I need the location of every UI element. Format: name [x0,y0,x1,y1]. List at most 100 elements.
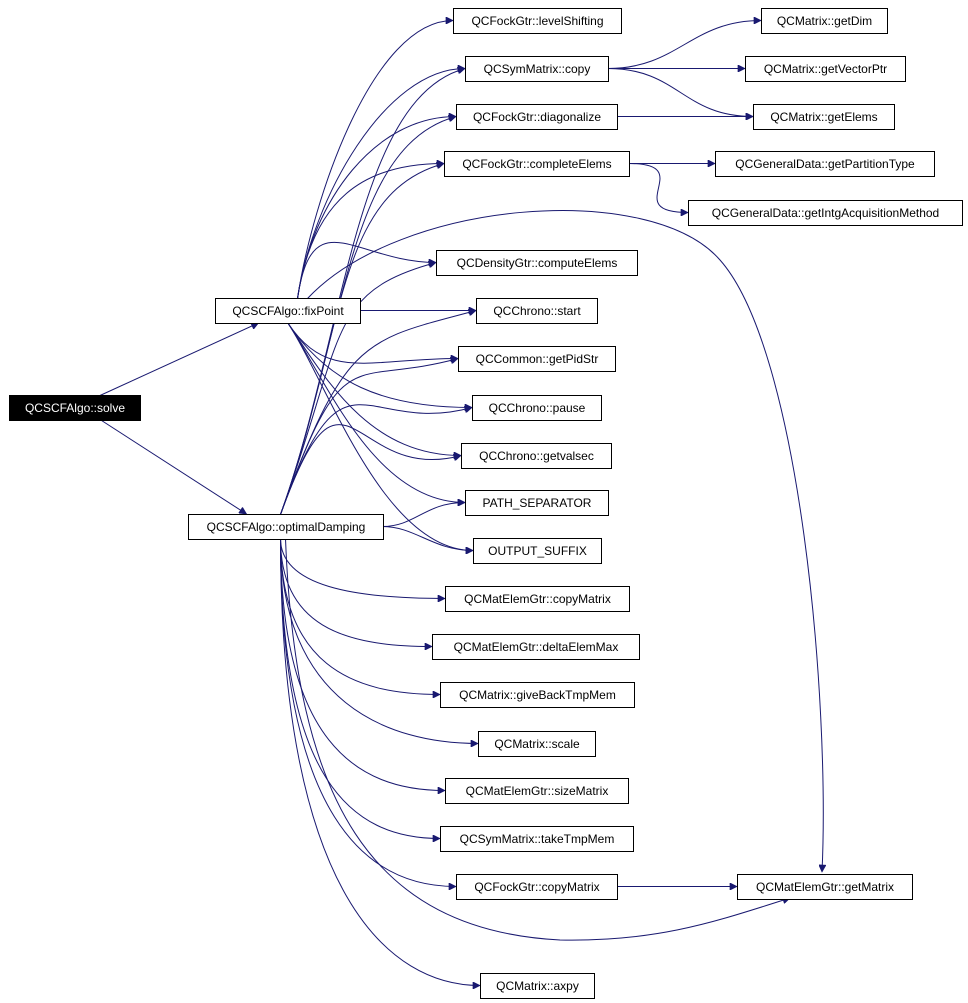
node-box [456,874,618,900]
edge-solve-to-fixPoint [99,323,259,396]
node-box [436,250,638,276]
edge-optimalDamping-to-getMatrix [285,538,791,941]
node-label: QCFockGtr::copyMatrix [474,880,599,894]
edge-layer [99,21,824,986]
node-box [458,346,616,372]
node-box [9,395,141,421]
edge-optimalDamping-to-matCopyMatrix [280,538,446,599]
node-label: QCFockGtr::levelShifting [471,14,603,28]
node-getPidStr[interactable]: QCCommon::getPidStr [458,346,616,372]
node-chronoPause[interactable]: QCChrono::pause [472,395,602,421]
node-label: QCSymMatrix::takeTmpMem [460,832,615,846]
node-optimalDamping[interactable]: QCSCFAlgo::optimalDamping [188,514,384,540]
node-box [688,200,963,226]
node-pathSep[interactable]: PATH_SEPARATOR [465,490,609,516]
node-solve[interactable]: QCSCFAlgo::solve [9,395,141,421]
node-box [453,8,622,34]
node-getElems[interactable]: QCMatrix::getElems [753,104,895,130]
edge-fixPoint-to-outSuffix [287,322,474,551]
node-label: QCChrono::start [493,304,581,318]
node-box [215,298,361,324]
node-completeElems[interactable]: QCFockGtr::completeElems [444,151,630,177]
node-fixPoint[interactable]: QCSCFAlgo::fixPoint [215,298,361,324]
node-levelShifting[interactable]: QCFockGtr::levelShifting [453,8,622,34]
edge-symCopy-to-getDim [607,21,761,69]
node-box [440,826,634,852]
edge-optimalDamping-to-takeTmp [280,538,441,839]
node-outSuffix[interactable]: OUTPUT_SUFFIX [473,538,602,564]
edge-optimalDamping-to-getvalsec [280,424,462,515]
node-giveBack[interactable]: QCMatrix::giveBackTmpMem [440,682,635,708]
edge-optimalDamping-to-symCopy [280,69,466,515]
edge-optimalDamping-to-getPidStr [280,359,459,515]
node-label: QCChrono::getvalsec [479,449,594,463]
edge-optimalDamping-to-fockCopyMatrix [280,538,457,887]
node-label: QCMatElemGtr::copyMatrix [464,592,611,606]
node-getvalsec[interactable]: QCChrono::getvalsec [461,443,612,469]
node-symCopy[interactable]: QCSymMatrix::copy [465,56,609,82]
node-label: QCSCFAlgo::solve [25,401,125,415]
node-label: QCCommon::getPidStr [476,352,599,366]
edge-optimalDamping-to-axpy [280,538,481,986]
node-box [753,104,895,130]
node-box [472,395,602,421]
node-getVectorPtr[interactable]: QCMatrix::getVectorPtr [745,56,906,82]
edge-fixPoint-to-diagonalize [297,117,457,299]
node-scale[interactable]: QCMatrix::scale [478,731,596,757]
node-label: QCMatElemGtr::sizeMatrix [466,784,609,798]
edge-fixPoint-to-completeElems [297,164,445,299]
edge-fixPoint-to-computeElems [297,241,437,299]
node-getMatrix[interactable]: QCMatElemGtr::getMatrix [737,874,913,900]
node-box [478,731,596,757]
node-getIntg[interactable]: QCGeneralData::getIntgAcquisitionMethod [688,200,963,226]
node-fockCopyMatrix[interactable]: QCFockGtr::copyMatrix [456,874,618,900]
node-box [737,874,913,900]
node-label: QCMatrix::getDim [777,14,872,28]
node-box [476,298,598,324]
node-box [480,973,595,999]
node-getDim[interactable]: QCMatrix::getDim [761,8,888,34]
node-layer: QCSCFAlgo::solve QCSCFAlgo::fixPointQCSCF… [9,8,963,999]
node-takeTmp[interactable]: QCSymMatrix::takeTmpMem [440,826,634,852]
node-box [456,104,618,130]
edge-optimalDamping-to-sizeMatrix [280,538,446,791]
node-box [465,56,609,82]
node-box [432,634,640,660]
edge-fixPoint-to-getPidStr [287,322,459,364]
node-computeElems[interactable]: QCDensityGtr::computeElems [436,250,638,276]
edge-optimalDamping-to-pathSep [382,503,466,527]
edge-fixPoint-to-getMatrix [307,210,824,872]
node-label: QCFockGtr::completeElems [462,157,611,171]
node-label: QCSCFAlgo::optimalDamping [207,520,366,534]
node-sizeMatrix[interactable]: QCMatElemGtr::sizeMatrix [445,778,629,804]
node-matCopyMatrix[interactable]: QCMatElemGtr::copyMatrix [445,586,630,612]
edge-fixPoint-to-pathSep [287,322,466,503]
node-deltaElemMax[interactable]: QCMatElemGtr::deltaElemMax [432,634,640,660]
node-box [465,490,609,516]
node-label: QCMatrix::scale [494,737,580,751]
node-label: QCMatrix::axpy [496,979,579,993]
node-chronoStart[interactable]: QCChrono::start [476,298,598,324]
node-label: QCFockGtr::diagonalize [473,110,601,124]
edge-optimalDamping-to-completeElems [280,164,445,515]
edge-optimalDamping-to-deltaElemMax [280,538,433,647]
node-diagonalize[interactable]: QCFockGtr::diagonalize [456,104,618,130]
edge-optimalDamping-to-computeElems [280,263,437,515]
node-box [445,586,630,612]
node-label: QCGeneralData::getIntgAcquisitionMethod [712,206,939,220]
node-getPartition[interactable]: QCGeneralData::getPartitionType [715,151,935,177]
edge-optimalDamping-to-outSuffix [382,526,474,551]
node-box [761,8,888,34]
node-axpy[interactable]: QCMatrix::axpy [480,973,595,999]
edge-symCopy-to-getElems [607,68,753,117]
edge-optimalDamping-to-scale [280,538,479,744]
edge-solve-to-optimalDamping [99,419,247,515]
node-box [445,778,629,804]
node-label: QCMatElemGtr::deltaElemMax [454,640,619,654]
edge-fixPoint-to-getvalsec [287,322,462,456]
edge-fixPoint-to-chronoPause [287,322,473,408]
edge-optimalDamping-to-giveBack [280,538,441,695]
edge-fixPoint-to-levelShifting [297,21,454,299]
node-box [461,443,612,469]
